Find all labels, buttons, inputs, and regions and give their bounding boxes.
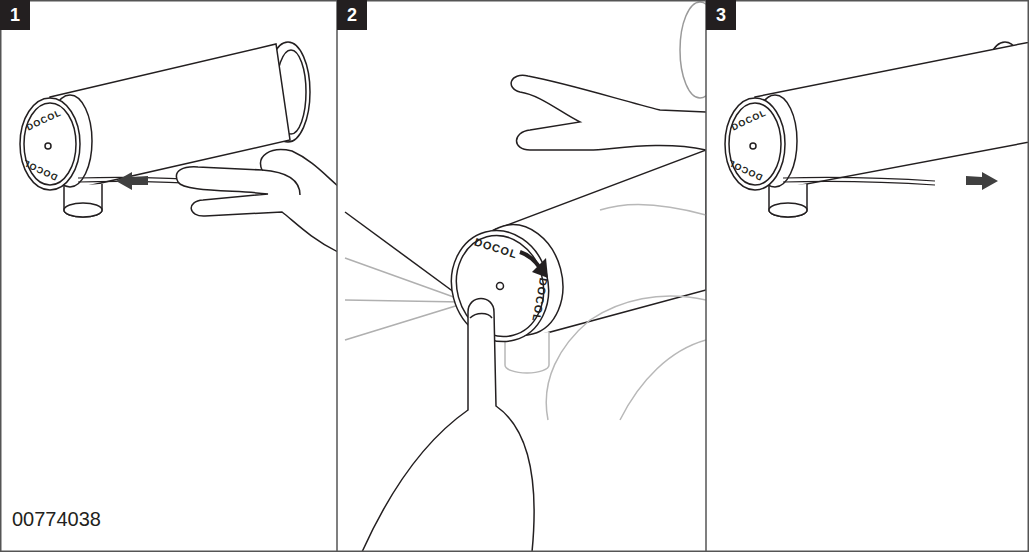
sensor-head	[20, 98, 80, 190]
direction-arrow	[966, 172, 998, 190]
hand	[511, 75, 706, 150]
hand	[362, 299, 534, 552]
head-screw	[750, 143, 756, 149]
hand	[470, 314, 492, 319]
step-number-badge: 2	[337, 0, 367, 30]
ghost-hand	[546, 205, 706, 420]
key-wire	[345, 258, 462, 300]
spout	[64, 203, 102, 217]
rotate-arrow	[520, 252, 540, 268]
panel-divider	[705, 0, 707, 552]
key-wire	[783, 177, 935, 181]
key-wire	[345, 212, 462, 298]
panel-divider	[336, 0, 338, 552]
faucet-body	[755, 40, 1028, 190]
key-wire	[345, 300, 462, 302]
step-number-badge: 1	[0, 0, 30, 30]
direction-arrow	[116, 172, 148, 190]
head-screw	[45, 143, 51, 149]
panel-two-art	[345, 2, 706, 551]
spout	[769, 184, 807, 217]
hand	[262, 170, 300, 195]
panel-three-art	[725, 40, 1028, 217]
step-number: 2	[347, 5, 357, 26]
document-number: 00774038	[12, 508, 101, 531]
step-number-badge: 3	[706, 0, 736, 30]
panel-one-art	[20, 42, 337, 252]
spout	[64, 184, 102, 217]
wall-flange	[680, 2, 706, 98]
sensor-head	[725, 98, 785, 190]
hand	[176, 150, 337, 252]
sensor-head	[439, 219, 561, 352]
key-wire	[345, 304, 462, 340]
spout	[769, 203, 807, 217]
rotate-arrow	[532, 258, 548, 278]
sensor-head	[445, 226, 554, 347]
step-number: 1	[10, 5, 20, 26]
head-screw	[497, 283, 504, 290]
step-number: 3	[716, 5, 726, 26]
key-wire	[783, 181, 935, 185]
